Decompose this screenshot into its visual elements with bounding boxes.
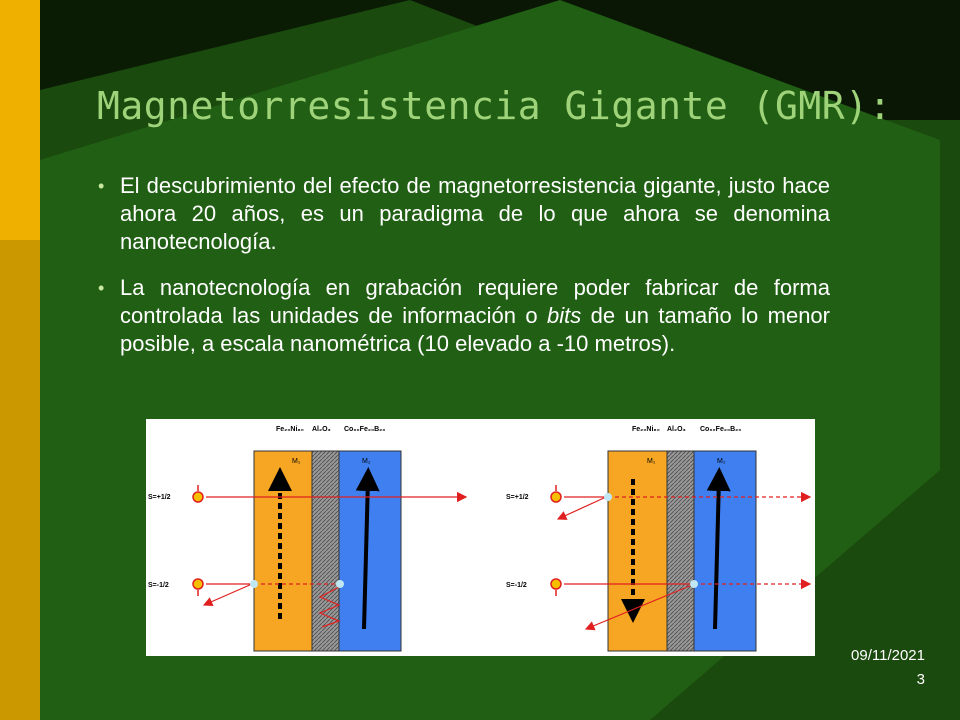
- spin-down-icon: [192, 578, 204, 590]
- layer-m1: [253, 450, 313, 652]
- bullet-text: El descubrimiento del efecto de magnetor…: [120, 173, 830, 254]
- scatter-icon: [604, 493, 612, 501]
- header-fe-ni: Fe₂₀Ni₈₀: [632, 426, 660, 433]
- magnetization-m2: [706, 467, 731, 630]
- header-al2o3: Al₂O₃: [667, 426, 686, 433]
- scatter-icon: [336, 580, 344, 588]
- label-m1: M₁: [647, 458, 656, 465]
- multiple-reflection: [318, 586, 341, 628]
- bullet-text-cont: de un tamaño lo menor posible, a escala …: [120, 303, 830, 356]
- header-al2o3: Al₂O₃: [312, 426, 331, 433]
- bullet-dot-icon: •: [98, 176, 105, 196]
- layer-m2: [338, 450, 402, 652]
- magnetization-m2: [355, 467, 380, 630]
- spin-up-icon: [550, 491, 562, 503]
- scatter-icon: [690, 580, 698, 588]
- beam-reflect: [556, 496, 607, 520]
- layer-m2: [693, 450, 757, 652]
- bullet-emphasis: bits: [546, 303, 582, 328]
- bullet-item-1: • El descubrimiento del efecto de magnet…: [97, 172, 830, 256]
- label-m2: M₂: [362, 458, 371, 465]
- label-spin-down: S=-1/2: [506, 582, 527, 589]
- header-cofeb: Co₆₀Fe₂₀B₂₀: [344, 426, 385, 433]
- bullet-item-2: • La nanotecnología en grabación requier…: [97, 274, 830, 358]
- left-bar-top: [0, 0, 40, 240]
- scatter-icon: [250, 580, 258, 588]
- label-spin-up: S=+1/2: [506, 494, 529, 501]
- layer-m1: [607, 450, 668, 652]
- panel-parallel: Fe₂₀Ni₈₀ Al₂O₃ Co₆₀Fe₂₀B₂₀ M₁ M₂ S=+1/2 …: [148, 426, 468, 652]
- slide-title: Magnetorresistencia Gigante (GMR):: [97, 84, 892, 128]
- spin-up-icon: [192, 491, 204, 503]
- beam-reflect: [202, 583, 253, 607]
- bullet-text: La nanotecnología en grabación requiere …: [120, 275, 830, 328]
- beam-reflect: [584, 584, 693, 631]
- panel-antiparallel: Fe₂₀Ni₈₀ Al₂O₃ Co₆₀Fe₂₀B₂₀ M₁ M₂ S=+1/2 …: [506, 426, 812, 652]
- bullet-list: • El descubrimiento del efecto de magnet…: [97, 172, 830, 376]
- label-spin-down: S=-1/2: [148, 582, 169, 589]
- label-m2: M₂: [717, 458, 726, 465]
- bullet-dot-icon: •: [98, 278, 105, 298]
- label-spin-up: S=+1/2: [148, 494, 171, 501]
- layer-barrier: [666, 450, 695, 652]
- gmr-diagram: Fe₂₀Ni₈₀ Al₂O₃ Co₆₀Fe₂₀B₂₀ M₁ M₂ S=+1/2 …: [146, 419, 815, 656]
- header-cofeb: Co₆₀Fe₂₀B₂₀: [700, 426, 741, 433]
- header-fe-ni: Fe₂₀Ni₈₀: [276, 426, 304, 433]
- label-m1: M₁: [292, 458, 301, 465]
- slide-date: 09/11/2021: [851, 647, 925, 664]
- left-bar-bottom: [0, 240, 40, 720]
- layer-barrier: [311, 450, 340, 652]
- spin-down-icon: [550, 578, 562, 590]
- slide-number: 3: [916, 671, 925, 688]
